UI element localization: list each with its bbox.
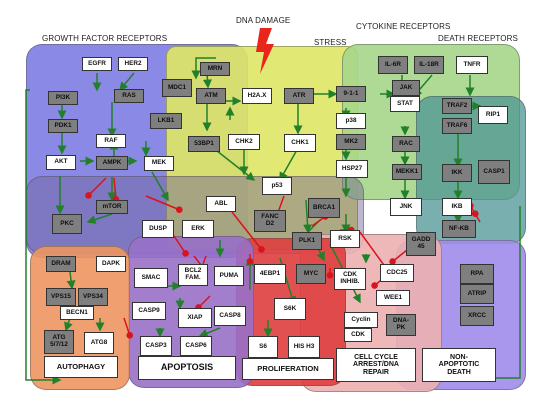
node-becn1[interactable]: BECN1 <box>60 306 94 320</box>
node-dusp[interactable]: DUSP <box>142 220 174 238</box>
node-fanc-d2[interactable]: FANC D2 <box>254 210 286 232</box>
node-jnk[interactable]: JNK <box>390 198 422 216</box>
node-cyclin[interactable]: Cyclin <box>344 312 378 328</box>
node-akt[interactable]: AKT <box>46 155 76 170</box>
node-gadd45[interactable]: GADD 45 <box>406 232 436 256</box>
node-his-h3[interactable]: HIS H3 <box>288 336 320 358</box>
node-s6k[interactable]: S6K <box>274 298 306 320</box>
node-puma[interactable]: PUMA <box>214 266 244 286</box>
node-mtor[interactable]: mTOR <box>96 200 128 214</box>
node-casp1[interactable]: CASP1 <box>478 160 510 184</box>
node-ras[interactable]: RAS <box>114 89 144 103</box>
node-xrcc[interactable]: XRCC <box>460 306 494 326</box>
node-h2ax[interactable]: H2A.X <box>242 88 272 104</box>
node-rsk[interactable]: RSK <box>330 230 360 248</box>
node-atrip[interactable]: ATRIP <box>460 284 494 304</box>
growth-factor-receptors-header: GROWTH FACTOR RECEPTORS <box>42 34 168 43</box>
node-mdc1[interactable]: MDC1 <box>162 79 192 97</box>
cytokine-receptors-header: CYTOKINE RECEPTORS <box>356 22 451 31</box>
node-4ebp1[interactable]: 4EBP1 <box>254 264 286 284</box>
node-dna-pk[interactable]: DNA- PK <box>386 314 416 336</box>
node-il18r[interactable]: IL-18R <box>414 56 444 74</box>
node-ikb[interactable]: IKB <box>442 198 472 216</box>
node-traf6[interactable]: TRAF6 <box>442 118 472 134</box>
node-xiap[interactable]: XIAP <box>178 308 212 328</box>
node-atg8[interactable]: ATG8 <box>84 332 114 354</box>
node-53bp1[interactable]: 53BP1 <box>188 136 220 152</box>
node-casp3[interactable]: CASP3 <box>140 336 172 356</box>
node-pkc[interactable]: PKC <box>52 214 82 234</box>
outcome-autophagy[interactable]: AUTOPHAGY <box>44 356 118 378</box>
node-cdk[interactable]: CDK <box>344 328 372 342</box>
dna-damage-header: DNA DAMAGE <box>236 16 291 25</box>
node-lkb1[interactable]: LKB1 <box>150 113 182 129</box>
node-raf[interactable]: RAF <box>96 134 126 148</box>
node-mk2[interactable]: MK2 <box>336 134 366 150</box>
node-mrn[interactable]: MRN <box>200 62 230 76</box>
node-rip1[interactable]: RIP1 <box>478 106 508 124</box>
node-traf2[interactable]: TRAF2 <box>442 98 472 114</box>
node-il6r[interactable]: IL-6R <box>378 56 408 74</box>
node-atr[interactable]: ATR <box>284 88 314 104</box>
node-rpa[interactable]: RPA <box>460 264 494 284</box>
node-casp8[interactable]: CASP8 <box>214 306 246 326</box>
node-pi3k[interactable]: PI3K <box>48 91 78 105</box>
outcome-apoptosis[interactable]: APOPTOSIS <box>138 356 236 380</box>
node-cdk-inhib[interactable]: CDK INHIB. <box>334 268 366 290</box>
node-hsp27[interactable]: HSP27 <box>336 160 368 178</box>
node-p38[interactable]: p38 <box>336 113 366 129</box>
node-casp6[interactable]: CASP6 <box>180 336 212 356</box>
node-mek[interactable]: MEK <box>144 156 174 171</box>
node-chk1[interactable]: CHK1 <box>284 134 316 152</box>
node-vps15[interactable]: VPS15 <box>46 288 76 306</box>
node-atg5712[interactable]: ATG 5/7/12 <box>44 330 74 354</box>
outcome-cell-cycle-arrest[interactable]: CELL CYCLE ARREST/DNA REPAIR <box>336 348 416 382</box>
node-bcl2-fam[interactable]: BCL2 FAM. <box>178 264 208 286</box>
node-rac[interactable]: RAC <box>392 136 420 152</box>
death-receptors-header: DEATH RECEPTORS <box>438 34 518 43</box>
node-nf-kb[interactable]: NF-KB <box>442 220 476 238</box>
node-pdk1[interactable]: PDK1 <box>48 119 78 133</box>
node-vps34[interactable]: VPS34 <box>78 288 108 306</box>
node-mekk1[interactable]: MEKK1 <box>392 164 422 180</box>
node-myc[interactable]: MYC <box>296 264 326 284</box>
node-her2[interactable]: HER2 <box>118 57 148 71</box>
node-plk1[interactable]: PLK1 <box>292 232 322 250</box>
lightning-bolt-icon <box>256 28 274 74</box>
node-jak[interactable]: JAK <box>392 80 420 96</box>
node-wee1[interactable]: WEE1 <box>376 290 410 306</box>
node-casp9[interactable]: CASP9 <box>132 302 166 320</box>
node-brca1[interactable]: BRCA1 <box>308 198 340 218</box>
outcome-proliferation[interactable]: PROLIFERATION <box>242 358 334 380</box>
outcome-non-apoptotic-death[interactable]: NON- APOPTOTIC DEATH <box>422 348 496 382</box>
node-atm[interactable]: ATM <box>196 88 226 104</box>
node-cdc25[interactable]: CDC25 <box>380 264 414 282</box>
node-s6[interactable]: S6 <box>248 336 278 358</box>
node-p53[interactable]: p53 <box>262 177 292 195</box>
node-ikk[interactable]: IKK <box>442 164 472 182</box>
node-abl[interactable]: ABL <box>206 196 236 212</box>
node-stat[interactable]: STAT <box>390 96 420 112</box>
node-smac[interactable]: SMAC <box>134 268 168 288</box>
node-tnfr[interactable]: TNFR <box>456 56 488 74</box>
node-erk[interactable]: ERK <box>182 220 214 238</box>
node-dram[interactable]: DRAM <box>46 256 76 272</box>
node-9-1-1[interactable]: 9-1-1 <box>336 86 366 102</box>
node-dapk[interactable]: DAPK <box>96 256 126 272</box>
node-ampk[interactable]: AMPK <box>96 156 128 170</box>
stress-header: STRESS <box>314 38 347 47</box>
node-chk2[interactable]: CHK2 <box>228 134 260 150</box>
node-egfr[interactable]: EGFR <box>82 57 112 71</box>
